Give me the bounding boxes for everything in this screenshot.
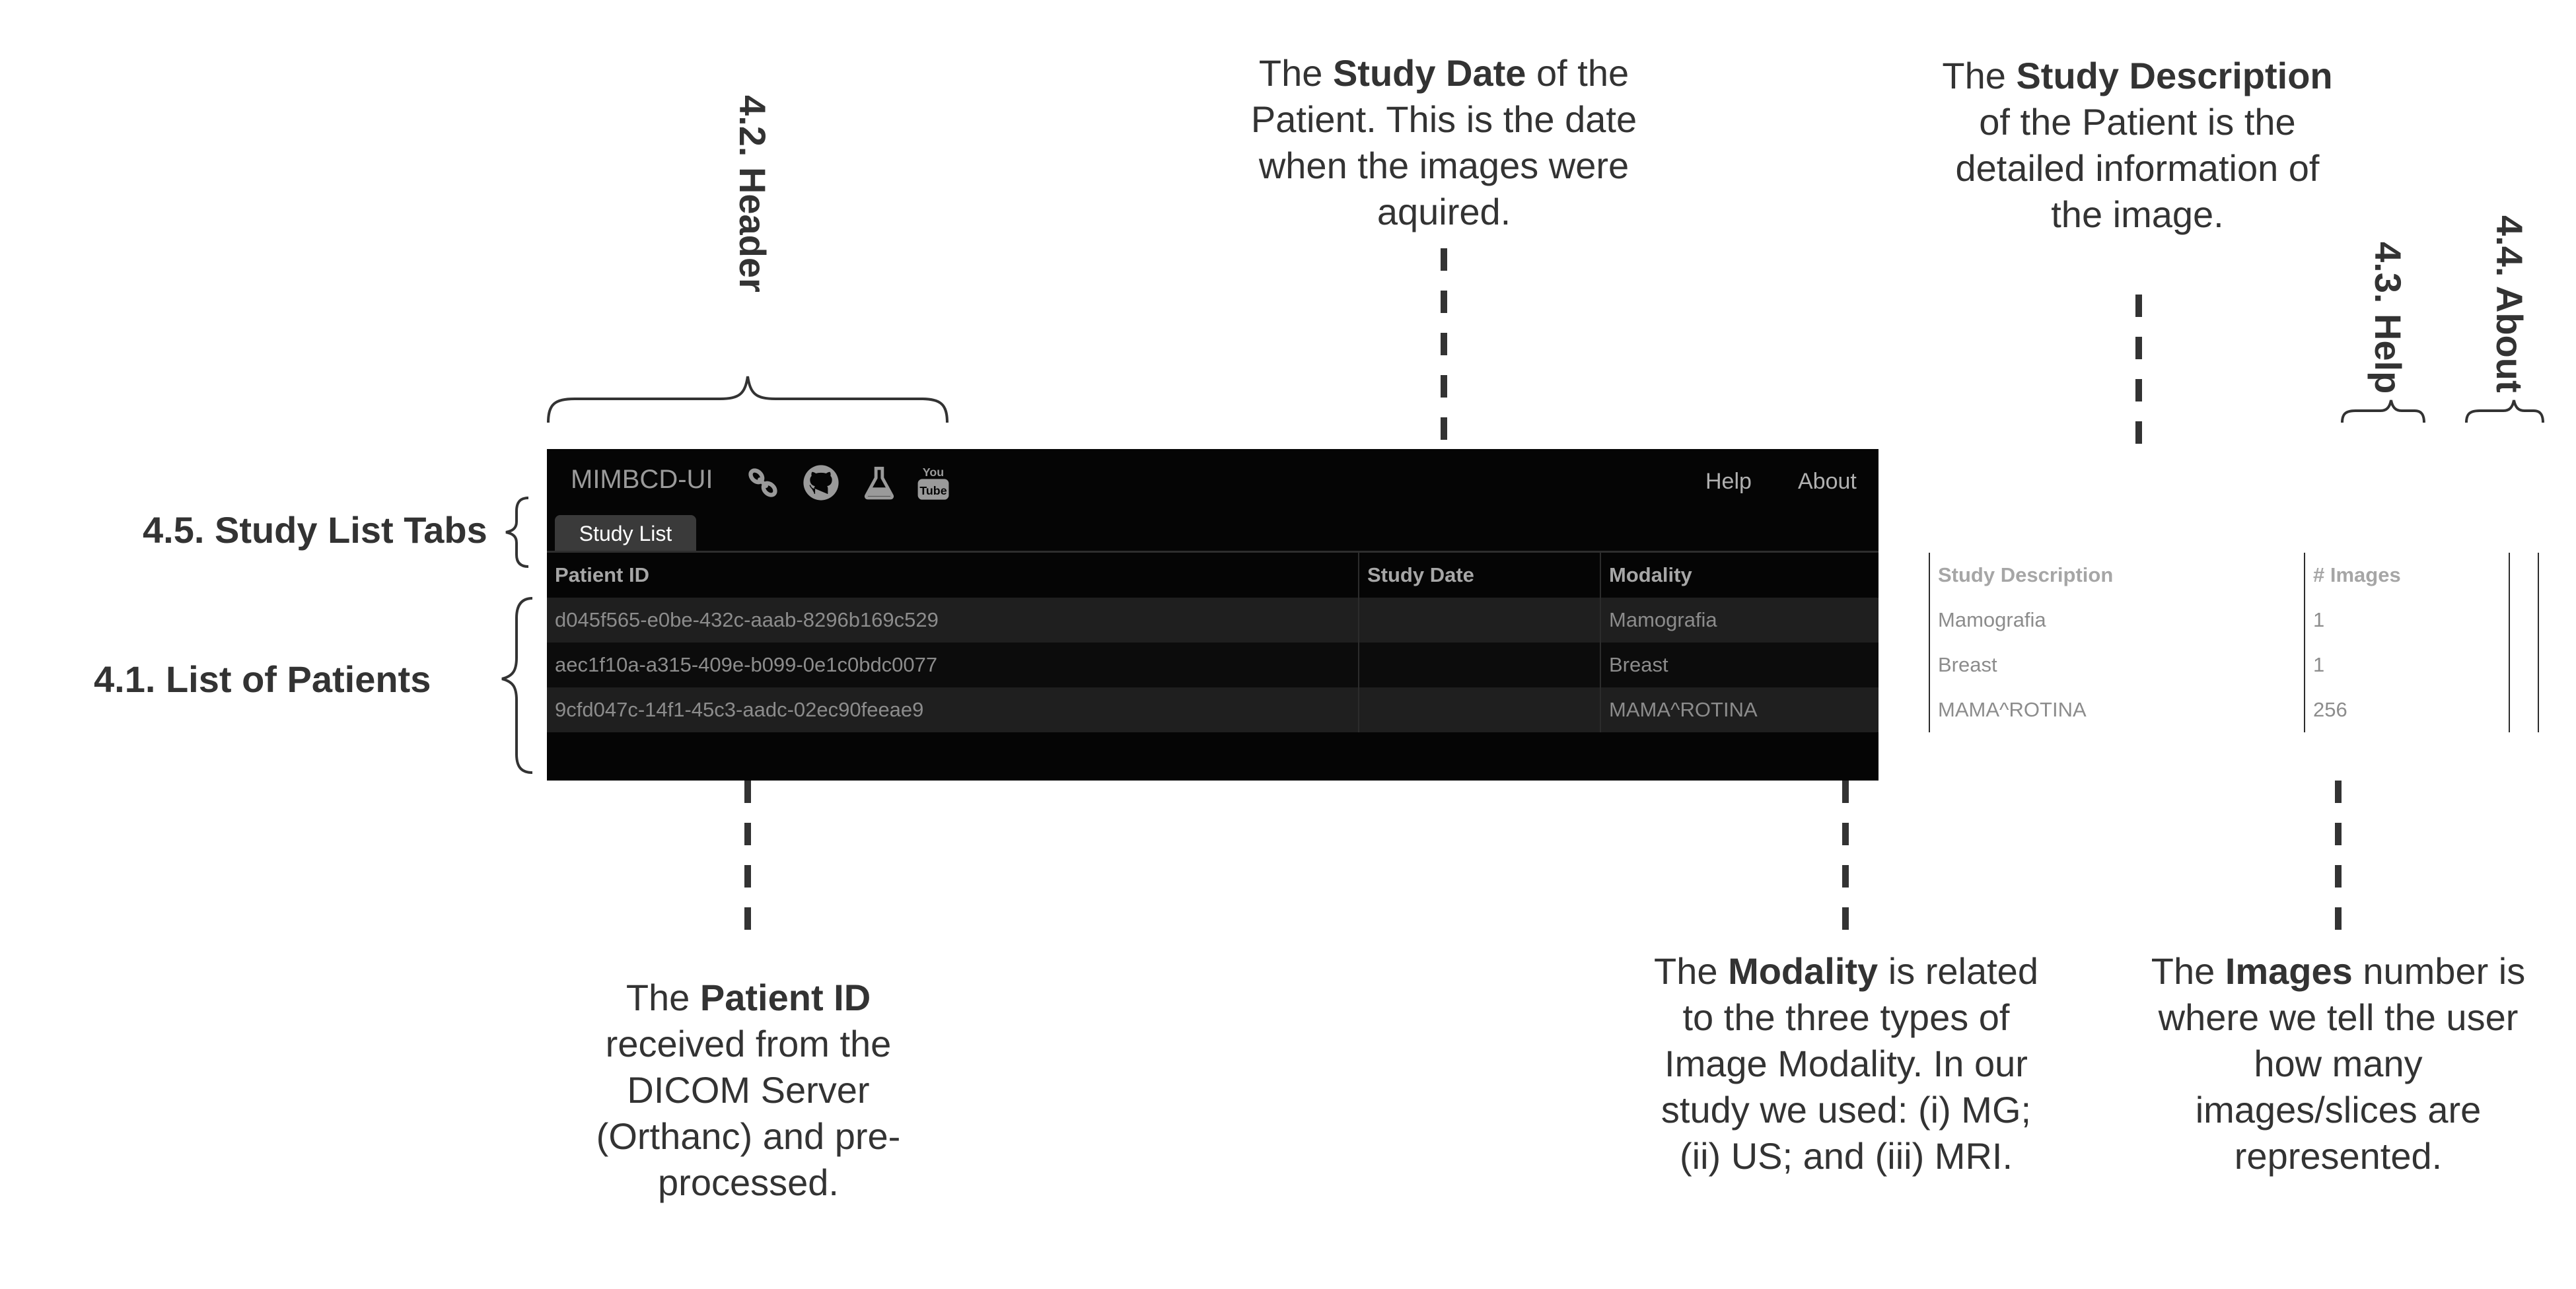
cell-study-description: Mamografia [1930, 598, 2305, 643]
column-header-study-date[interactable]: Study Date [1359, 553, 1601, 598]
study-description-note: The Study Description of the Patient is … [1942, 55, 2333, 235]
svg-text:You: You [923, 466, 944, 479]
svg-text:Tube: Tube [919, 484, 947, 497]
cell-images: 1 [2305, 643, 2510, 687]
cell-modality: Mamografia [1601, 598, 1930, 643]
patient-id-note: The Patient ID received from the DICOM S… [596, 977, 901, 1203]
cell-modality: MAMA^ROTINA [1601, 687, 1930, 732]
viewer-app: MIMBCD-UI You Tube Help About S [547, 449, 2539, 781]
help-section-label: 4.3. Help [2367, 242, 2409, 394]
cell-spacer [2510, 598, 2539, 643]
study-list-tabs: Study List [547, 515, 1878, 553]
cell-patient-id: aec1f10a-a315-409e-b099-0e1c0bdc0077 [547, 643, 1359, 687]
header-section-label: 4.2. Header [732, 95, 773, 293]
modality-note: The Modality is related to the three typ… [1654, 950, 2038, 1177]
column-header-spacer [2510, 553, 2539, 598]
column-header-study-description[interactable]: Study Description [1930, 553, 2305, 598]
tab-study-list[interactable]: Study List [555, 515, 696, 551]
column-header-modality[interactable]: Modality [1601, 553, 1930, 598]
github-icon[interactable] [802, 464, 840, 502]
app-header: MIMBCD-UI You Tube Help About [547, 449, 1878, 515]
cell-study-date [1359, 598, 1601, 643]
cell-spacer [2510, 643, 2539, 687]
cell-images: 1 [2305, 598, 2510, 643]
about-section-label: 4.4. About [2489, 215, 2530, 393]
cell-patient-id: d045f565-e0be-432c-aaab-8296b169c529 [547, 598, 1359, 643]
table-row[interactable]: d045f565-e0be-432c-aaab-8296b169c529 Mam… [547, 598, 2539, 643]
cell-study-date [1359, 687, 1601, 732]
help-brace [2341, 400, 2425, 423]
cell-study-description: MAMA^ROTINA [1930, 687, 2305, 732]
cell-study-description: Breast [1930, 643, 2305, 687]
patient-table: Patient ID Study Date Modality Study Des… [547, 553, 2539, 732]
table-header-row: Patient ID Study Date Modality Study Des… [547, 553, 2539, 598]
cell-spacer [2510, 687, 2539, 732]
patients-brace [501, 597, 533, 774]
about-brace [2465, 400, 2544, 423]
cell-study-date [1359, 643, 1601, 687]
link-icon[interactable] [744, 464, 782, 502]
images-note: The Images number is where we tell the u… [2151, 950, 2526, 1177]
cell-patient-id: 9cfd047c-14f1-45c3-aadc-02ec90feeae9 [547, 687, 1359, 732]
header-brace [547, 376, 948, 423]
study-date-note: The Study Date of the Patient. This is t… [1250, 52, 1637, 232]
about-link[interactable]: About [1798, 469, 1857, 494]
tabs-brace [505, 497, 529, 568]
table-row[interactable]: aec1f10a-a315-409e-b099-0e1c0bdc0077 Bre… [547, 643, 2539, 687]
column-header-patient-id[interactable]: Patient ID [547, 553, 1359, 598]
patients-section-label: 4.1. List of Patients [94, 658, 431, 700]
cell-modality: Breast [1601, 643, 1930, 687]
tabs-section-label: 4.5. Study List Tabs [143, 509, 487, 551]
app-brand[interactable]: MIMBCD-UI [571, 465, 713, 494]
help-link[interactable]: Help [1705, 469, 1752, 494]
youtube-icon[interactable]: You Tube [915, 464, 951, 502]
table-row[interactable]: 9cfd047c-14f1-45c3-aadc-02ec90feeae9 MAM… [547, 687, 2539, 732]
cell-images: 256 [2305, 687, 2510, 732]
column-header-images[interactable]: # Images [2305, 553, 2510, 598]
flask-icon[interactable] [860, 464, 898, 502]
